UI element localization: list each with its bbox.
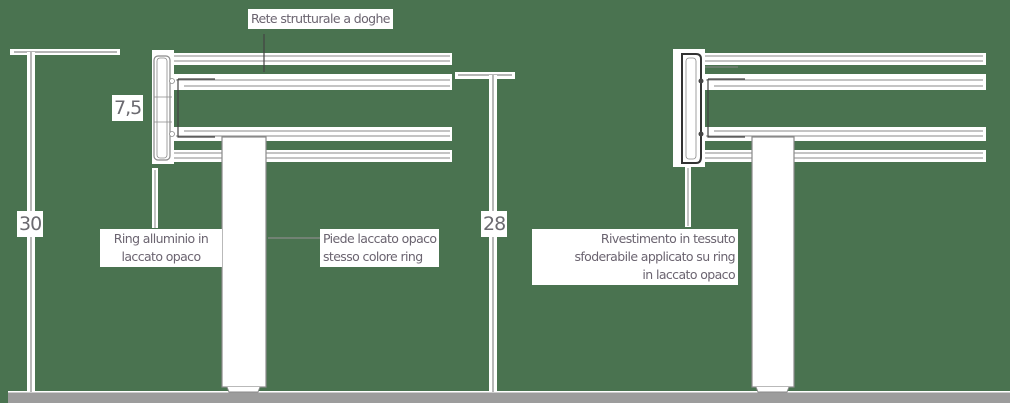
label-leg-line1: Piede laccato opaco xyxy=(323,231,437,246)
label-cover-line2: sfoderabile applicato su ring xyxy=(574,249,735,264)
dimension-frame-height: 7,5 xyxy=(112,95,144,121)
right-ring-profile xyxy=(673,49,745,227)
label-cover-line1: Rivestimento in tessuto xyxy=(600,231,736,246)
label-leg-line2: stesso colore ring xyxy=(323,249,423,264)
label-fabric-cover: Rivestimento in tessuto sfoderabile appl… xyxy=(532,229,738,285)
label-leg: Piede laccato opaco stesso colore ring xyxy=(320,229,440,267)
right-slats xyxy=(680,53,986,162)
floor-line xyxy=(8,391,1010,403)
label-ring-line1: Ring alluminio in xyxy=(113,231,209,246)
left-ring-profile xyxy=(152,34,265,228)
dimension-leg-height: 28 xyxy=(481,211,508,237)
label-ring-line2: laccato opaco xyxy=(121,249,201,264)
right-leg xyxy=(751,136,795,393)
label-cover-line3: in laccato opaco xyxy=(642,267,735,282)
dimension-total-height: 30 xyxy=(17,211,44,237)
label-ring: Ring alluminio in laccato opaco xyxy=(100,229,222,267)
left-slats xyxy=(160,53,452,162)
label-slats: Rete strutturale a doghe xyxy=(248,9,393,29)
left-leg xyxy=(221,136,320,393)
